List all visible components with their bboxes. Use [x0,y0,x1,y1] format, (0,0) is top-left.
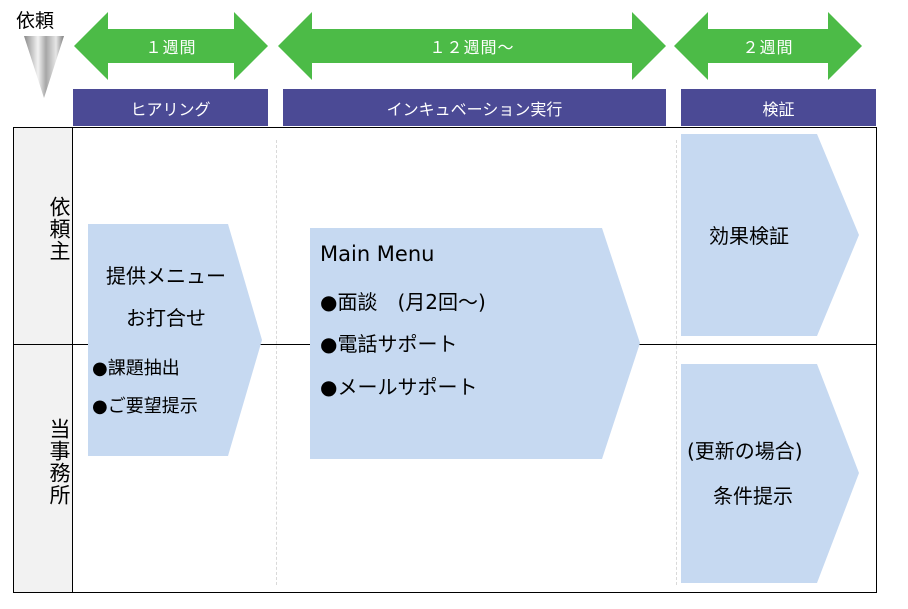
hearing-title-line-2: お打合せ [126,306,206,330]
phase-header-hearing: ヒアリング [73,89,268,126]
phase-divider-2 [676,140,677,585]
duration-label-verification: ２週間 [742,38,794,57]
lane-label-client: 依頼主 [47,196,71,262]
hearing-step-box: 提供メニュー お打合せ ●課題抽出 ●ご要望提示 [88,224,262,456]
phase-header-incubation: インキュベーション実行 [283,89,666,126]
duration-label-incubation: １２週間〜 [429,38,515,57]
verification-client-box: 効果検証 [681,134,859,336]
phase-header-verification: 検証 [681,89,876,126]
main-menu-bullet-3: ●メールサポート [320,375,478,399]
hearing-bullet-1: ●課題抽出 [92,358,180,379]
hearing-title-line-1: 提供メニュー [106,264,226,288]
verification-office-line-1: (更新の場合) [687,439,803,463]
main-menu-bullet-1: ●面談 (月2回〜) [320,290,486,314]
verification-office-line-2: 条件提示 [713,484,793,508]
swimlane-table [13,127,877,593]
verification-office-box: (更新の場合) 条件提示 [681,364,859,583]
duration-arrow-incubation: １２週間〜 [278,12,666,80]
duration-label-hearing: １週間 [145,38,197,57]
request-cone-icon [24,36,64,98]
main-menu-bullet-2: ●電話サポート [320,332,458,356]
request-label: 依頼 [16,10,55,32]
hearing-bullet-2: ●ご要望提示 [92,396,198,417]
duration-arrow-hearing: １週間 [74,12,268,80]
phase-divider-1 [276,140,277,585]
lane-label-office: 当事務所 [47,418,71,506]
incubation-step-box: Main Menu ●面談 (月2回〜) ●電話サポート ●メールサポート [310,228,640,459]
lane-label-column [13,127,73,593]
main-menu-title: Main Menu [320,242,435,266]
duration-arrow-verification: ２週間 [674,12,862,80]
verification-client-text: 効果検証 [709,224,789,248]
